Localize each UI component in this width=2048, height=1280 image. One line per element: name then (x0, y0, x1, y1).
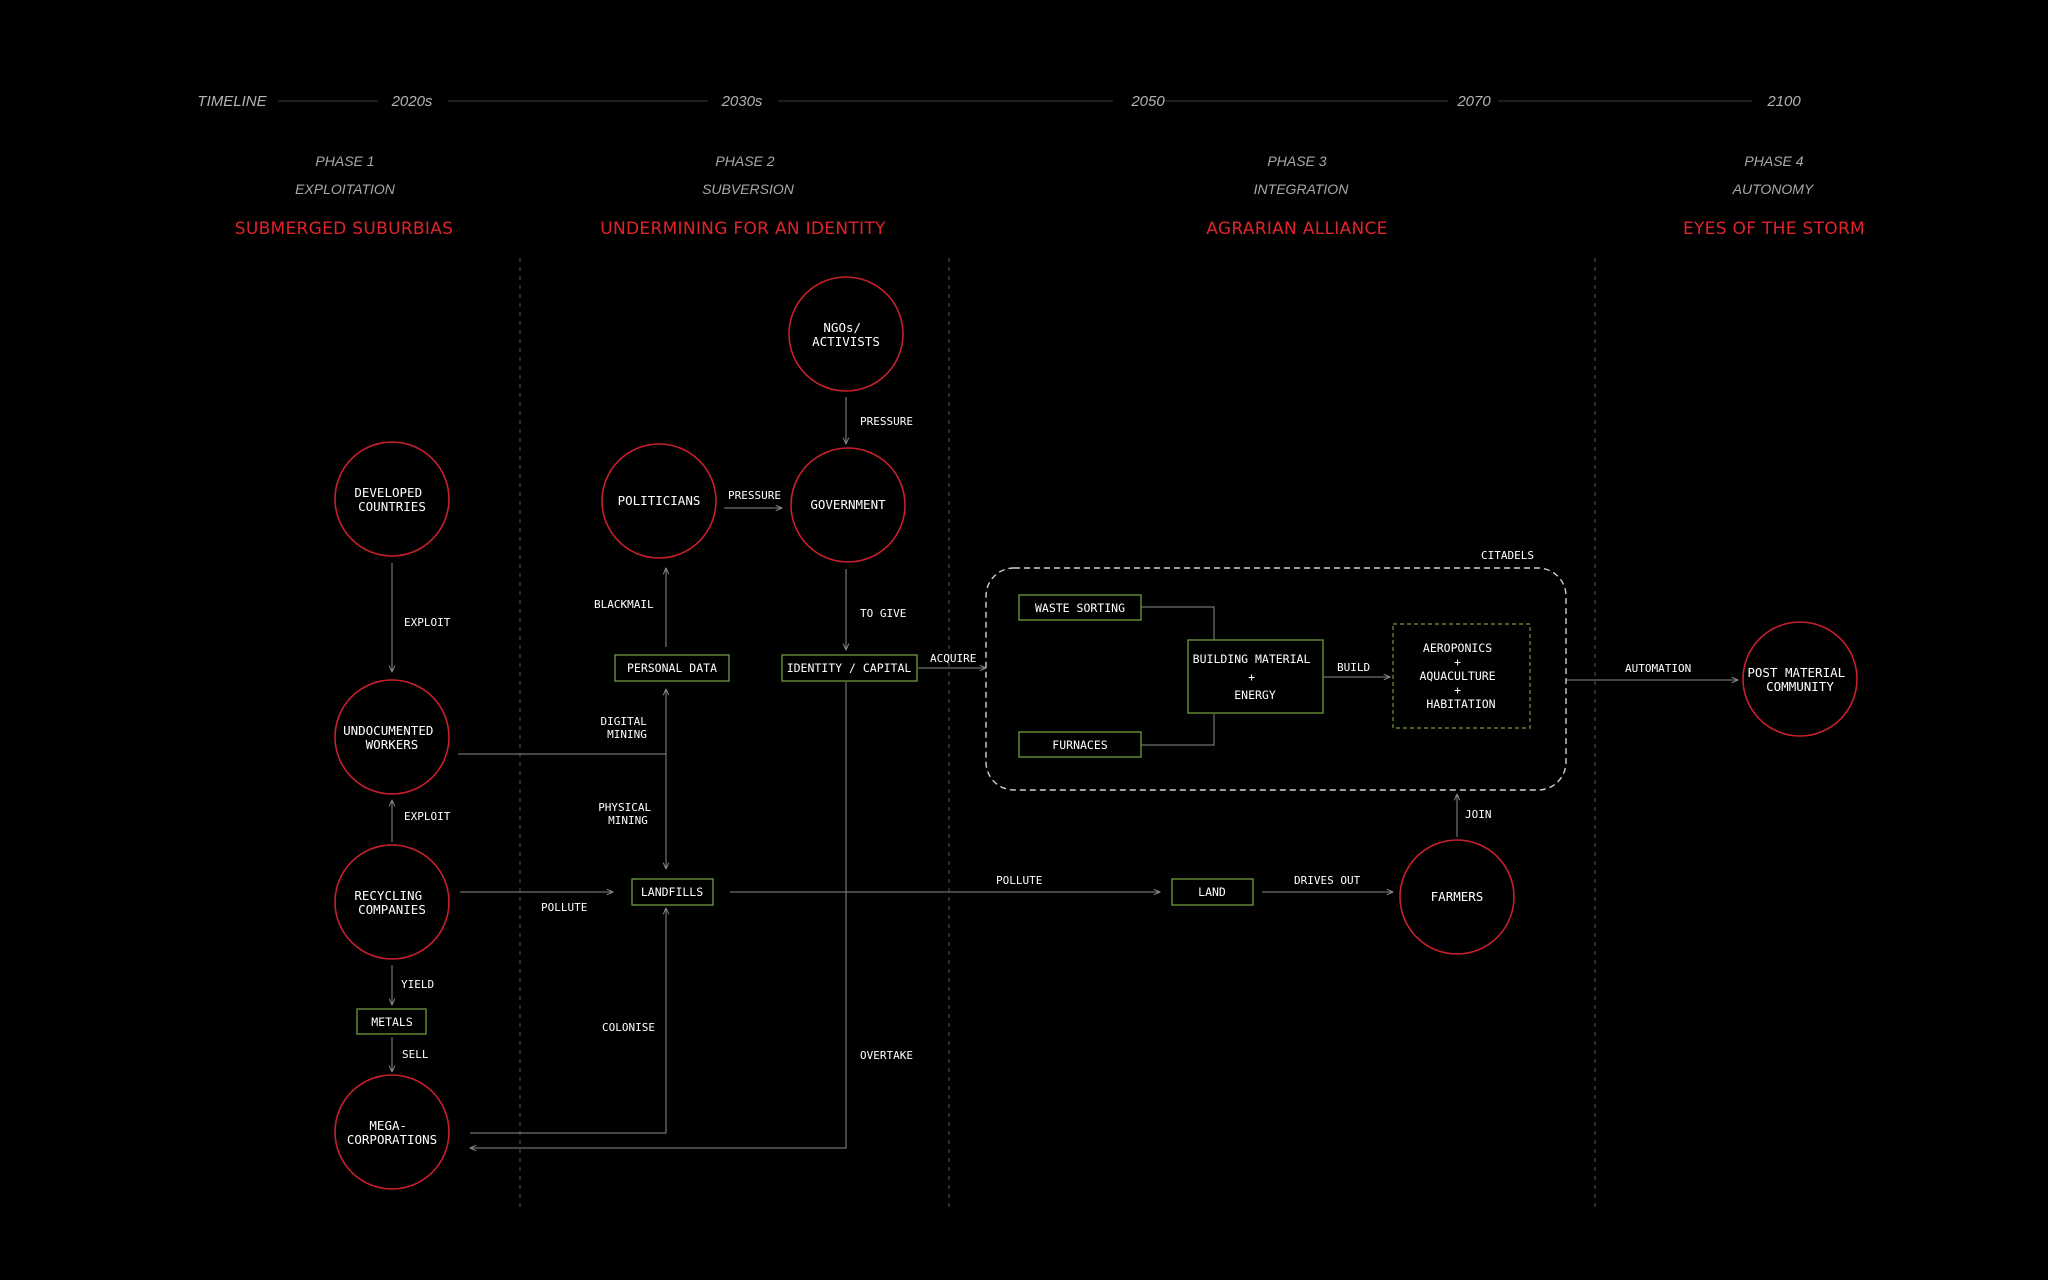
timeline: TIMELINE 2020s 2030s 2050 2070 2100 (197, 93, 1801, 110)
phase-number: PHASE 1 (315, 153, 374, 169)
phase-3-header: PHASE 3 INTEGRATION AGRARIAN ALLIANCE (1206, 153, 1387, 239)
box-identity-capital[interactable]: IDENTITY / CAPITAL (781, 654, 918, 682)
phase-4-header: PHASE 4 AUTONOMY EYES OF THE STORM (1683, 153, 1865, 239)
box-label: LAND (1198, 885, 1226, 899)
edge-colonise (470, 908, 666, 1134)
label-build: BUILD (1337, 661, 1370, 674)
label-physical-mining: PHYSICAL MINING (598, 801, 658, 827)
node-developed-countries[interactable]: DEVELOPED COUNTRIES (334, 441, 450, 557)
node-label: MEGA- CORPORATIONS (347, 1118, 437, 1147)
node-label: DEVELOPED COUNTRIES (354, 485, 429, 514)
timeline-year: 2100 (1766, 93, 1801, 110)
edge-overtake (470, 682, 847, 1148)
node-label: NGOs/ ACTIVISTS (812, 320, 880, 349)
timeline-year: 2030s (721, 93, 763, 110)
node-label: GOVERNMENT (810, 497, 886, 512)
node-government[interactable]: GOVERNMENT (790, 447, 906, 563)
phase-title: SUBMERGED SUBURBIAS (235, 219, 453, 239)
box-landfills[interactable]: LANDFILLS (631, 878, 714, 906)
citadels-container (985, 567, 1567, 791)
node-label: POLITICIANS (618, 493, 701, 508)
box-waste-sorting[interactable]: WASTE SORTING (1018, 594, 1142, 621)
node-ngos-activists[interactable]: NGOs/ ACTIVISTS (788, 276, 904, 392)
phase-mode: AUTONOMY (1732, 181, 1815, 197)
label-overtake: OVERTAKE (860, 1049, 913, 1062)
timeline-year: 2020s (391, 93, 433, 110)
edge-furnaces-building (1141, 714, 1215, 746)
label-yield: YIELD (401, 978, 434, 991)
edge-labels: EXPLOIT EXPLOIT YIELD SELL POLLUTE BLACK… (401, 415, 1691, 1062)
label-pressure: PRESSURE (860, 415, 913, 428)
phase-number: PHASE 4 (1744, 153, 1803, 169)
label-exploit: EXPLOIT (404, 616, 451, 629)
node-undocumented-workers[interactable]: UNDOCUMENTED WORKERS (334, 679, 450, 795)
node-recycling-companies[interactable]: RECYCLING COMPANIES (334, 844, 450, 960)
timeline-year: 2070 (1456, 93, 1491, 110)
box-label: IDENTITY / CAPITAL (787, 661, 912, 675)
box-label: FURNACES (1052, 738, 1107, 752)
phase-1-header: PHASE 1 EXPLOITATION SUBMERGED SUBURBIAS (235, 153, 453, 239)
label-join: JOIN (1465, 808, 1492, 821)
label-blackmail: BLACKMAIL (594, 598, 654, 611)
connectors (392, 397, 1738, 1148)
box-label: METALS (371, 1015, 413, 1029)
phase-mode: INTEGRATION (1254, 181, 1350, 197)
box-building-material-energy[interactable]: BUILDING MATERIAL + ENERGY (1187, 639, 1324, 714)
box-aeroponics-aquaculture-habitation[interactable]: AEROPONICS + AQUACULTURE + HABITATION (1392, 623, 1531, 729)
box-label: LANDFILLS (641, 885, 703, 899)
box-metals[interactable]: METALS (356, 1008, 427, 1035)
label-automation: AUTOMATION (1625, 662, 1691, 675)
node-label: UNDOCUMENTED WORKERS (343, 723, 441, 752)
box-land[interactable]: LAND (1171, 878, 1254, 906)
phase-mode: EXPLOITATION (295, 181, 396, 197)
box-label: AEROPONICS + AQUACULTURE + HABITATION (1419, 641, 1502, 711)
phase-mode: SUBVERSION (702, 181, 795, 197)
label-sell: SELL (402, 1048, 429, 1061)
phase-number: PHASE 3 (1267, 153, 1326, 169)
phase-title: AGRARIAN ALLIANCE (1206, 219, 1387, 239)
node-politicians[interactable]: POLITICIANS (601, 443, 717, 559)
label-acquire: ACQUIRE (930, 652, 976, 665)
label-digital-mining: DIGITAL MINING (601, 715, 654, 741)
label-drives-out: DRIVES OUT (1294, 874, 1361, 887)
node-post-material-community[interactable]: POST MATERIAL COMMUNITY (1742, 621, 1858, 737)
phase-title: UNDERMINING FOR AN IDENTITY (600, 219, 886, 239)
timeline-year: 2050 (1130, 93, 1165, 110)
phase-2-header: PHASE 2 SUBVERSION UNDERMINING FOR AN ID… (600, 153, 886, 239)
node-label: POST MATERIAL COMMUNITY (1747, 665, 1852, 694)
label-citadels: CITADELS (1481, 549, 1534, 562)
box-personal-data[interactable]: PERSONAL DATA (614, 654, 730, 682)
label-to-give: TO GIVE (860, 607, 906, 620)
node-label: FARMERS (1431, 889, 1484, 904)
box-furnaces[interactable]: FURNACES (1018, 731, 1142, 758)
node-mega-corporations[interactable]: MEGA- CORPORATIONS (334, 1074, 450, 1190)
box-label: PERSONAL DATA (627, 661, 717, 675)
node-farmers[interactable]: FARMERS (1399, 839, 1515, 955)
label-pollute: POLLUTE (541, 901, 587, 914)
label-pollute: POLLUTE (996, 874, 1042, 887)
edge-waste-building (1141, 606, 1215, 640)
label-pressure: PRESSURE (728, 489, 781, 502)
node-label: RECYCLING COMPANIES (354, 888, 429, 917)
box-label: WASTE SORTING (1035, 601, 1125, 615)
label-exploit: EXPLOIT (404, 810, 451, 823)
phase-number: PHASE 2 (715, 153, 774, 169)
box-label: BUILDING MATERIAL + ENERGY (1193, 652, 1318, 702)
phase-title: EYES OF THE STORM (1683, 219, 1865, 239)
timeline-label: TIMELINE (197, 93, 267, 110)
label-colonise: COLONISE (602, 1021, 655, 1034)
